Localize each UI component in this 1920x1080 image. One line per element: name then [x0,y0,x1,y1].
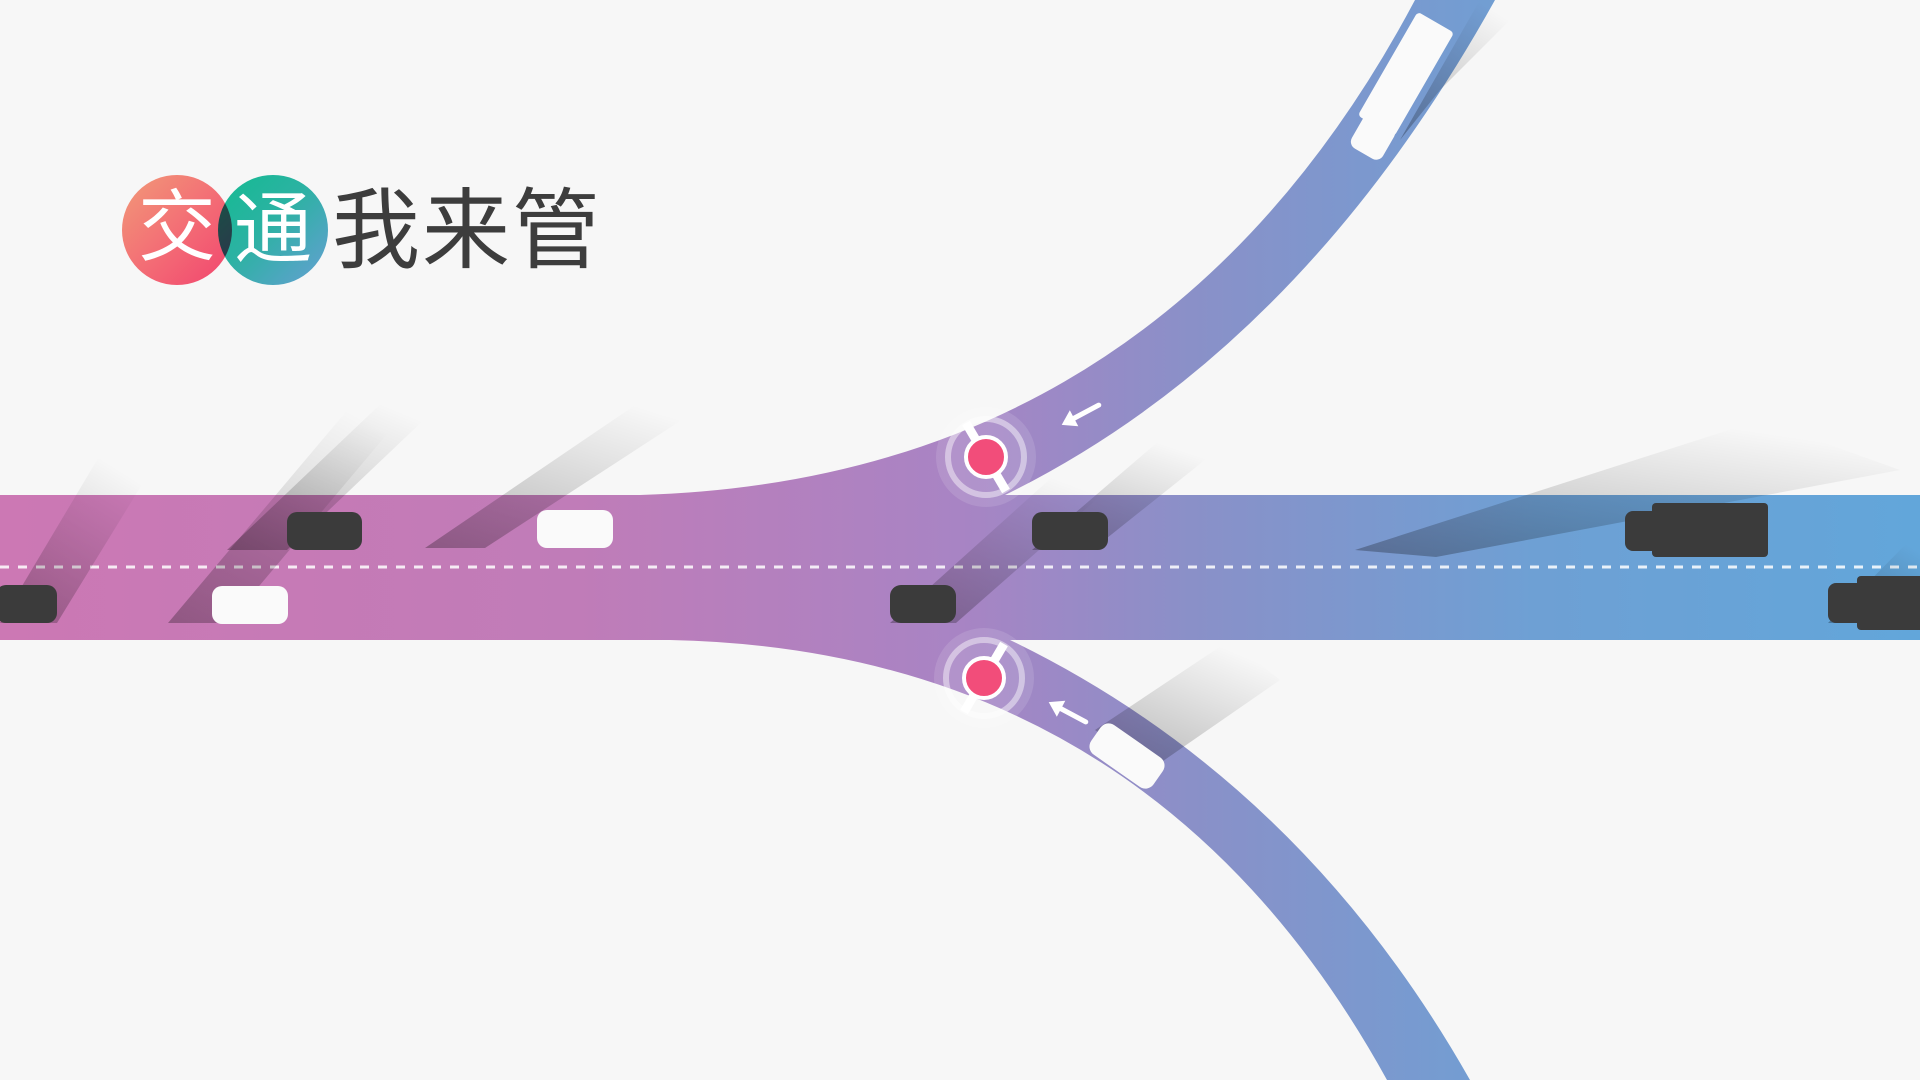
arrow-left-icon [1061,402,1102,427]
traffic-signal-lower[interactable] [934,628,1034,728]
truck-dark[interactable] [1828,576,1920,630]
truck-white[interactable] [1343,12,1454,163]
logo-circle-tong [218,175,328,285]
logo-title: 我来管 [332,179,603,282]
game-logo: 交 通 我来管 [122,175,642,285]
lower-ramp [670,640,1470,1080]
logo-char-tong: 通 [233,185,312,275]
car-dark[interactable] [1032,512,1108,550]
car-dark[interactable] [0,585,57,623]
logo-circle-jiao: 交 [122,175,232,285]
truck-dark[interactable] [1625,503,1768,557]
car-white[interactable] [537,510,613,548]
car-dark[interactable] [287,512,362,550]
car-dark[interactable] [890,585,956,623]
car-white[interactable] [1086,719,1169,792]
red-light-icon [962,656,1006,700]
car-white[interactable] [212,586,288,624]
arrow-left-icon [1048,700,1089,725]
traffic-signal-upper[interactable] [936,407,1036,507]
red-light-icon [964,435,1008,479]
